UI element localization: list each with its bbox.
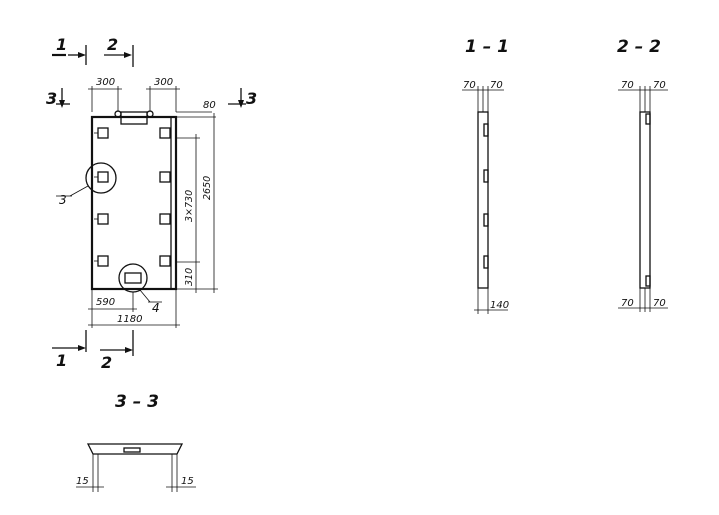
dim-70-bottom-left: 70	[621, 298, 634, 309]
dim-140: 140	[490, 300, 509, 311]
dim-300-left: 300	[96, 77, 115, 88]
section-1-1-title: 1 – 1	[465, 37, 509, 57]
plan-view: 1 2 3 3	[46, 35, 257, 372]
dim-300-right: 300	[154, 77, 173, 88]
dim-310: 310	[184, 268, 195, 286]
top-notch	[120, 111, 148, 125]
dim-bottom: 590 1180	[88, 289, 180, 328]
dim-70-left: 70	[463, 80, 476, 91]
section-mark-1-bottom: 1	[52, 330, 87, 370]
callout-4: 4	[152, 301, 160, 315]
section-mark-3-left: 3	[46, 88, 70, 108]
dim-590: 590	[96, 297, 115, 308]
section-2-2: 2 – 2 70 70 70 70	[617, 37, 668, 312]
section-1-1: 1 – 1 70 70 140	[462, 37, 509, 314]
dim-3x730: 3×730	[184, 190, 195, 222]
dim-right: 3×730 2650 310	[176, 113, 218, 293]
dim-70-top-left: 70	[621, 80, 634, 91]
section-mark-label: 2	[107, 35, 118, 54]
section-mark-2-top: 2	[104, 35, 134, 67]
detail-circle-4	[118, 263, 148, 293]
dim-top: 300 300 80	[88, 77, 216, 118]
section-mark-1-top: 1	[52, 35, 87, 65]
section-1-1-profile	[477, 111, 489, 289]
embedded-items-left	[94, 127, 109, 267]
section-mark-label: 1	[56, 35, 67, 54]
embedded-items-right	[159, 127, 171, 267]
panel-outline	[90, 115, 178, 291]
dim-1180: 1180	[117, 314, 142, 325]
section-mark-3-right: 3	[228, 88, 257, 108]
section-2-2-profile	[639, 111, 651, 289]
dim-70-bottom-right: 70	[653, 298, 666, 309]
callout-3: 3	[59, 193, 67, 207]
dim-15-left: 15	[76, 476, 89, 487]
section-mark-label: 1	[56, 351, 67, 370]
dim-2650: 2650	[202, 176, 213, 200]
section-mark-label: 3	[246, 89, 257, 108]
section-2-2-title: 2 – 2	[617, 37, 661, 57]
section-3-3-title: 3 – 3	[115, 392, 159, 412]
section-mark-label: 3	[46, 89, 57, 108]
section-mark-label: 2	[101, 353, 112, 372]
section-3-3: 3 – 3 15 15	[76, 392, 196, 492]
dim-70-top-right: 70	[653, 80, 666, 91]
dim-80: 80	[203, 100, 216, 111]
dim-15-right: 15	[181, 476, 194, 487]
section-mark-2-bottom: 2	[100, 330, 134, 372]
dim-70-right: 70	[490, 80, 503, 91]
detail-circle-3	[85, 162, 117, 194]
